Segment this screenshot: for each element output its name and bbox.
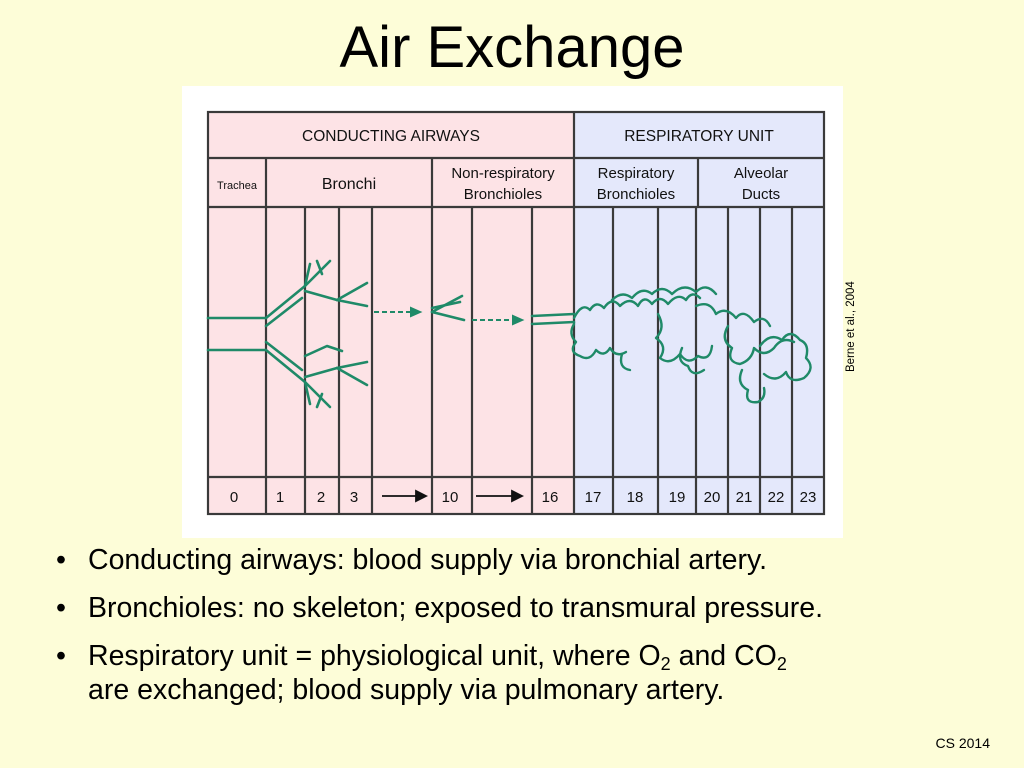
bullet-list: • Conducting airways: blood supply via b… xyxy=(54,543,994,721)
bullet-item: • Bronchioles: no skeleton; exposed to t… xyxy=(54,591,994,625)
dashed-connector xyxy=(374,306,525,326)
generation-label: 2 xyxy=(317,489,325,506)
zone-respbr-label-2: Bronchioles xyxy=(597,186,675,203)
airway-tree xyxy=(206,259,576,409)
zone-respbr-label-1: Respiratory xyxy=(598,165,675,182)
zone-alveolar-label-1: Alveolar xyxy=(734,165,788,182)
generation-label: 18 xyxy=(627,489,644,506)
zone-bronchi-label: Bronchi xyxy=(322,176,376,193)
generation-label: 1 xyxy=(276,489,284,506)
zone-nonresp-label-2: Bronchioles xyxy=(464,186,542,203)
bullet-item: • Respiratory unit = physiological unit,… xyxy=(54,639,994,707)
generation-label: 10 xyxy=(442,489,459,506)
conducting-airways-header: CONDUCTING AIRWAYS xyxy=(302,128,480,145)
generation-arrow xyxy=(382,489,525,503)
generation-label: 20 xyxy=(704,489,721,506)
bullet-text: Bronchioles: no skeleton; exposed to tra… xyxy=(88,592,824,624)
bullet-marker: • xyxy=(56,640,66,672)
generation-label: 21 xyxy=(736,489,753,506)
bullet-marker: • xyxy=(56,544,66,576)
airway-diagram-svg: CONDUCTING AIRWAYS RESPIRATORY UNIT Trac… xyxy=(206,110,826,516)
subscript: 2 xyxy=(660,654,671,674)
bullet-marker: • xyxy=(56,592,66,624)
bullet-text: Conducting airways: blood supply via bro… xyxy=(88,544,768,576)
bullet-text-part: are exchanged; blood supply via pulmonar… xyxy=(88,674,725,706)
generation-label: 16 xyxy=(542,489,559,506)
alveolar-structures xyxy=(570,286,812,404)
bullet-item: • Conducting airways: blood supply via b… xyxy=(54,543,994,577)
bullet-text-part: and CO xyxy=(670,640,777,672)
slide-title: Air Exchange xyxy=(339,15,685,80)
generation-label: 3 xyxy=(350,489,358,506)
zone-trachea-label: Trachea xyxy=(217,180,258,192)
bullet-text-part: Respiratory unit = physiological unit, w… xyxy=(88,640,661,672)
source-citation: Berne et al., 2004 xyxy=(845,281,857,372)
generation-label: 0 xyxy=(230,489,238,506)
zone-nonresp-label-1: Non-respiratory xyxy=(451,165,555,182)
airway-diagram: CONDUCTING AIRWAYS RESPIRATORY UNIT Trac… xyxy=(182,86,843,538)
footer-label: CS 2014 xyxy=(935,735,990,751)
table-frame xyxy=(206,110,826,516)
subscript: 2 xyxy=(776,654,787,674)
zone-alveolar-label-2: Ducts xyxy=(742,186,780,203)
generation-label: 23 xyxy=(800,489,817,506)
respiratory-unit-header: RESPIRATORY UNIT xyxy=(624,128,774,145)
generation-label: 17 xyxy=(585,489,602,506)
generation-label: 22 xyxy=(768,489,785,506)
generation-label: 19 xyxy=(669,489,686,506)
